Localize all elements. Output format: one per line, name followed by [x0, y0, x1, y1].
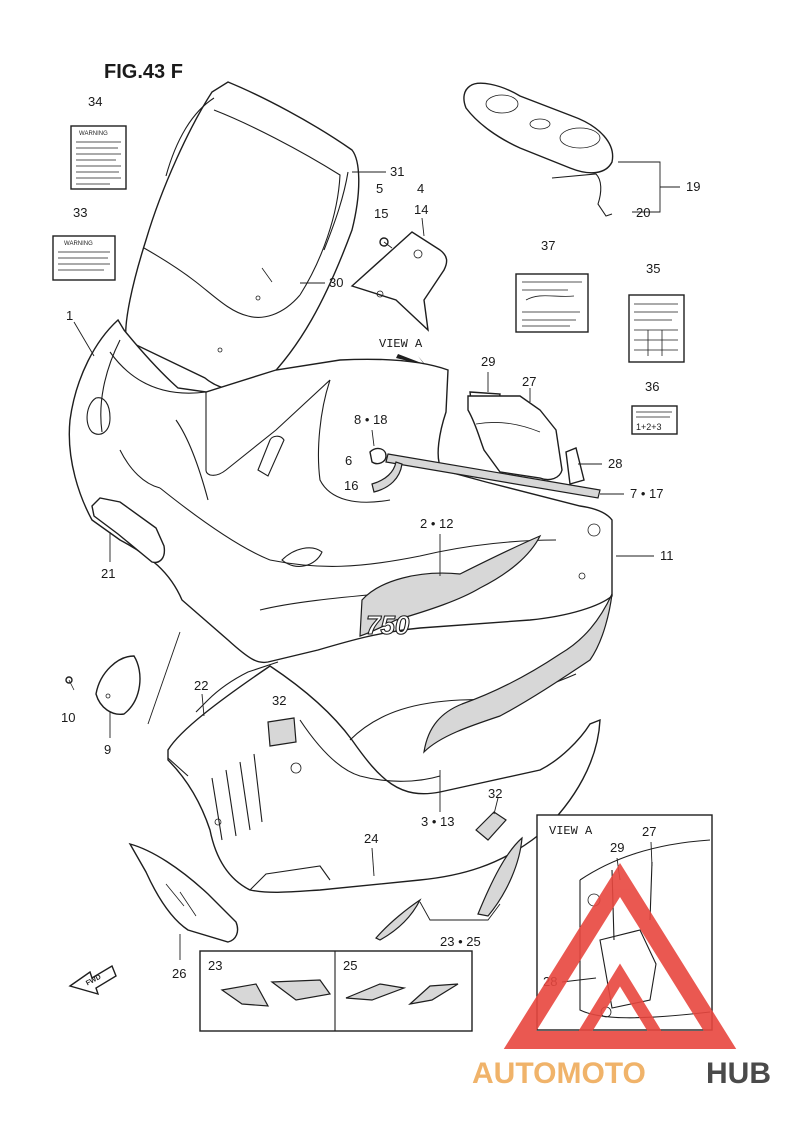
label-35: [628, 294, 685, 363]
side-strip-26: [128, 842, 239, 943]
callout-29: 29: [481, 354, 495, 369]
callout-8-18: 8 • 18: [354, 412, 387, 427]
trim-strip-7-17: [385, 453, 601, 499]
grommet-32-lower: [475, 811, 507, 841]
callout-9: 9: [104, 742, 111, 757]
callout-box-23: 23: [208, 958, 222, 973]
flame-decal-3-13: [423, 593, 613, 754]
warning-label-34: WARNING: [70, 125, 127, 190]
inner-panel-27: [467, 395, 563, 481]
fwd-arrow-icon: FWD: [68, 964, 117, 996]
callout-19: 19: [686, 179, 700, 194]
callout-3-13: 3 • 13: [421, 814, 454, 829]
callout-23-25: 23 • 25: [440, 934, 481, 949]
callout-21: 21: [101, 566, 115, 581]
callout-35: 35: [646, 261, 660, 276]
upper-cowling-1: [68, 318, 613, 664]
watermark-text-part1: AUTOMOTO: [472, 1057, 646, 1090]
callout-box-25: 25: [343, 958, 357, 973]
callout-16: 16: [344, 478, 358, 493]
watermark-text-part2: HUB: [706, 1057, 771, 1090]
callout-14: 14: [414, 202, 428, 217]
trim-28: [565, 447, 585, 485]
callout-7-17: 7 • 17: [630, 486, 663, 501]
label-36: 1+2+3: [631, 405, 678, 435]
lower-cowling-24: [167, 665, 601, 894]
windscreen-30: [124, 81, 360, 391]
bracket-4-14: [350, 231, 448, 332]
grommet-32-upper: [267, 717, 297, 747]
callout-26: 26: [172, 966, 186, 981]
clip-6: [369, 447, 387, 465]
screw-10: [65, 676, 75, 691]
side-decal-25: [477, 836, 523, 917]
duct-21: [91, 497, 166, 564]
callout-11: 11: [660, 548, 674, 563]
view-a-inset: [536, 814, 713, 1031]
callout-32-lower: 32: [488, 786, 502, 801]
side-decal-23: [375, 898, 422, 941]
callout-1: 1: [66, 308, 73, 323]
callout-34: 34: [88, 94, 102, 109]
callout-15: 15: [374, 206, 388, 221]
callout-33: 33: [73, 205, 87, 220]
warning-34-text: WARNING: [79, 131, 108, 137]
tube-20: [551, 173, 613, 217]
label-36-text: 1+2+3: [636, 422, 662, 432]
screw-5-15: [379, 237, 393, 249]
meter-cover-19: [463, 82, 614, 174]
callout-37: 37: [541, 238, 555, 253]
callout-32-upper: 32: [272, 693, 286, 708]
figure-title: FIG.43 F: [104, 61, 183, 83]
callout-10: 10: [61, 710, 75, 725]
callout-30: 30: [329, 275, 343, 290]
inset-callout-27: 27: [642, 824, 656, 839]
warning-33-text: WARNING: [64, 241, 93, 247]
automotohub-logo: [503, 863, 737, 1049]
callout-28: 28: [608, 456, 622, 471]
inset-callout-29: 29: [610, 840, 624, 855]
model-emblem-2-12: 750: [359, 534, 542, 641]
callout-22: 22: [194, 678, 208, 693]
view-a-label: VIEW A: [379, 337, 423, 351]
warning-label-33: WARNING: [52, 235, 116, 281]
lower-cowling-22: [167, 661, 279, 777]
callout-31: 31: [390, 164, 404, 179]
callout-24: 24: [364, 831, 378, 846]
callout-2-12: 2 • 12: [420, 516, 453, 531]
callout-20: 20: [636, 205, 650, 220]
view-a-inset-title: VIEW A: [549, 824, 593, 838]
cap-9: [95, 655, 141, 715]
callout-5: 5: [376, 181, 383, 196]
callout-27: 27: [522, 374, 536, 389]
decal-box-23-25: [199, 950, 473, 1032]
callout-6: 6: [345, 453, 352, 468]
callout-36: 36: [645, 379, 659, 394]
hose-16: [371, 461, 403, 493]
label-37: [515, 273, 589, 333]
model-mark-text: 750: [366, 610, 410, 640]
callout-4: 4: [417, 181, 424, 196]
